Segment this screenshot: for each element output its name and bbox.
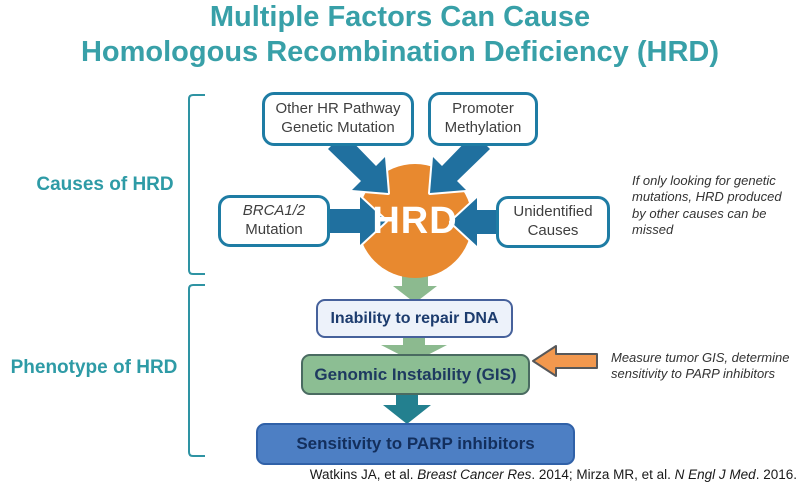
phenotype-of-hrd-label: Phenotype of HRD [10, 357, 178, 378]
measure-gis-note: Measure tumor GIS, determine sensitivity… [611, 350, 790, 382]
brca-mutation-word: Mutation [245, 221, 303, 238]
inability-to-gis-arrow [380, 336, 448, 363]
brca-gene-name: BRCA1/2 [242, 202, 306, 220]
inability-to-repair-dna-box: Inability to repair DNA [316, 299, 513, 338]
genomic-instability-box: Genomic Instability (GIS) [301, 354, 530, 395]
phenotype-bracket [188, 284, 205, 457]
slide-title-line2: Homologous Recombination Deficiency (HRD… [80, 36, 720, 68]
unidentified-arrow [449, 196, 500, 248]
slide-title: Multiple Factors Can Cause Homologous Re… [0, 0, 800, 70]
citation-part3: . 2016. [755, 467, 797, 482]
measure-gis-arrow [532, 345, 598, 377]
other-hr-arrow [326, 131, 390, 195]
citation-journal2: N Engl J Med [674, 467, 756, 482]
citation-part2: . 2014; Mirza MR, et al. [531, 467, 675, 482]
other-hr-pathway-box: Other HR Pathway Genetic Mutation [262, 92, 414, 146]
causes-bracket [188, 94, 205, 275]
promoter-methylation-box: Promoter Methylation [428, 92, 538, 146]
citation-journal1: Breast Cancer Res [417, 467, 532, 482]
citation-part1: Watkins JA, et al. [309, 467, 418, 482]
brca-arrow [324, 195, 388, 247]
sensitivity-parp-box: Sensitivity to PARP inhibitors [256, 423, 575, 465]
citation: Watkins JA, et al. Breast Cancer Res. 20… [250, 467, 797, 482]
brca-mutation-box: BRCA1/2 Mutation [218, 195, 330, 247]
unidentified-causes-box: Unidentified Causes [496, 196, 610, 248]
hrd-hub-label: HRD [372, 199, 458, 242]
gis-to-parp-arrow [383, 394, 431, 424]
slide-title-line1: Multiple Factors Can Cause [209, 1, 591, 33]
causes-of-hrd-label: Causes of HRD [36, 174, 174, 195]
genetic-mutations-note: If only looking for genetic mutations, H… [632, 173, 782, 237]
